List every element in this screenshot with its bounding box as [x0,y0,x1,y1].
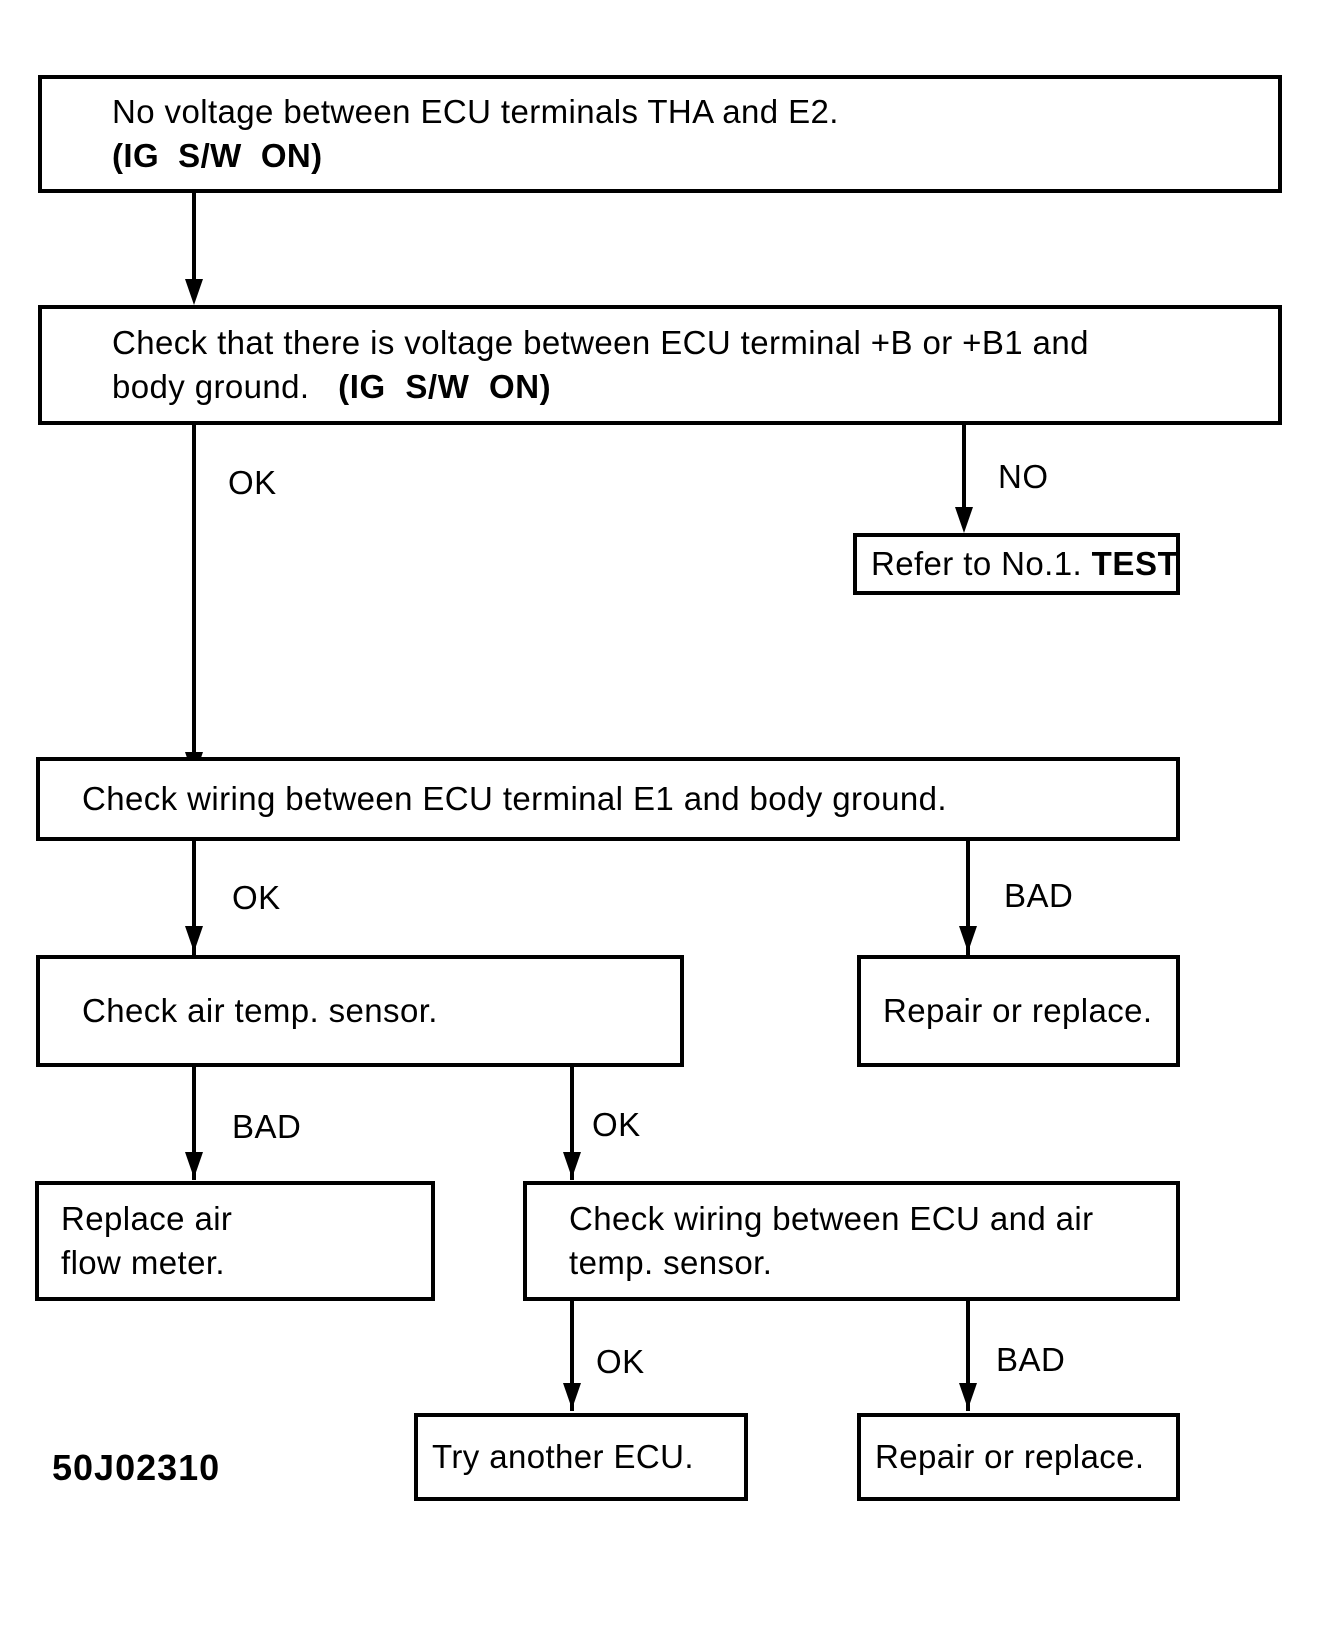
node-text-line: Check that there is voltage between ECU … [112,324,1089,362]
node-text-line: temp. sensor. [569,1244,773,1281]
connector-line [570,1301,574,1411]
figure-caption: 50J02310 [52,1447,221,1488]
arrowhead-icon [563,1383,581,1409]
connector-line [192,1067,196,1180]
node-refer-to-no1-test: Refer to No.1. TEST [853,533,1180,595]
node-text-line: Replace air [61,1200,233,1238]
node-text-part-bold: (IG S/W ON) [338,368,552,405]
node-text-line: Check wiring between ECU and air [569,1200,1094,1238]
node-text-line: flow meter. [61,1244,225,1281]
node-text-part: body ground. [112,368,339,405]
arrowhead-icon [185,926,203,952]
node-check-wiring-e1-ground: Check wiring between ECU terminal E1 and… [36,757,1180,841]
arrowhead-icon [185,1152,203,1178]
node-check-air-temp-sensor: Check air temp. sensor. [36,955,684,1067]
node-text-line: Refer to No.1. TEST [857,542,1179,586]
node-replace-air-flow-meter: Replace air flow meter. [35,1181,435,1301]
node-no-voltage-tha-e2: No voltage between ECU terminals THA and… [38,75,1282,193]
node-text-part: Refer to No.1. [871,545,1092,583]
node-repair-or-replace-air-temp: Repair or replace. [857,1413,1180,1501]
edge-label-bad: BAD [1004,877,1074,914]
node-text-line: Repair or replace. [875,1438,1145,1476]
node-check-voltage-b-b1: Check that there is voltage between ECU … [38,305,1282,425]
connector-line [192,193,196,281]
connector-line [966,841,970,955]
node-text-line: (IG S/W ON) [112,137,323,174]
connector-line [192,841,196,955]
arrowhead-icon [959,926,977,952]
edge-label-ok: OK [596,1343,645,1380]
node-text-line: body ground. (IG S/W ON) [42,365,1278,409]
edge-label-ok: OK [592,1106,641,1143]
node-text-line: Repair or replace. [883,992,1153,1030]
edge-label-bad: BAD [232,1108,302,1145]
arrowhead-icon [563,1152,581,1178]
node-text-line: Check air temp. sensor. [82,992,438,1030]
arrowhead-icon [955,507,973,533]
edge-label-ok: OK [232,879,281,916]
node-text-part-bold: TEST [1091,545,1179,583]
node-text-line: No voltage between ECU terminals THA and… [112,93,839,131]
edge-label-ok: OK [228,464,277,501]
arrowhead-icon [959,1383,977,1409]
node-repair-or-replace-wiring: Repair or replace. [857,955,1180,1067]
node-text-line: Check wiring between ECU terminal E1 and… [82,780,947,818]
connector-line [962,425,966,509]
node-text-line: Try another ECU. [432,1438,694,1476]
edge-label-bad: BAD [996,1341,1066,1378]
connector-line [192,425,196,754]
connector-line [570,1067,574,1180]
arrowhead-icon [185,279,203,305]
connector-line [966,1301,970,1411]
node-try-another-ecu: Try another ECU. [414,1413,748,1501]
node-check-wiring-ecu-air-temp: Check wiring between ECU and air temp. s… [523,1181,1180,1301]
edge-label-no: NO [998,458,1049,495]
